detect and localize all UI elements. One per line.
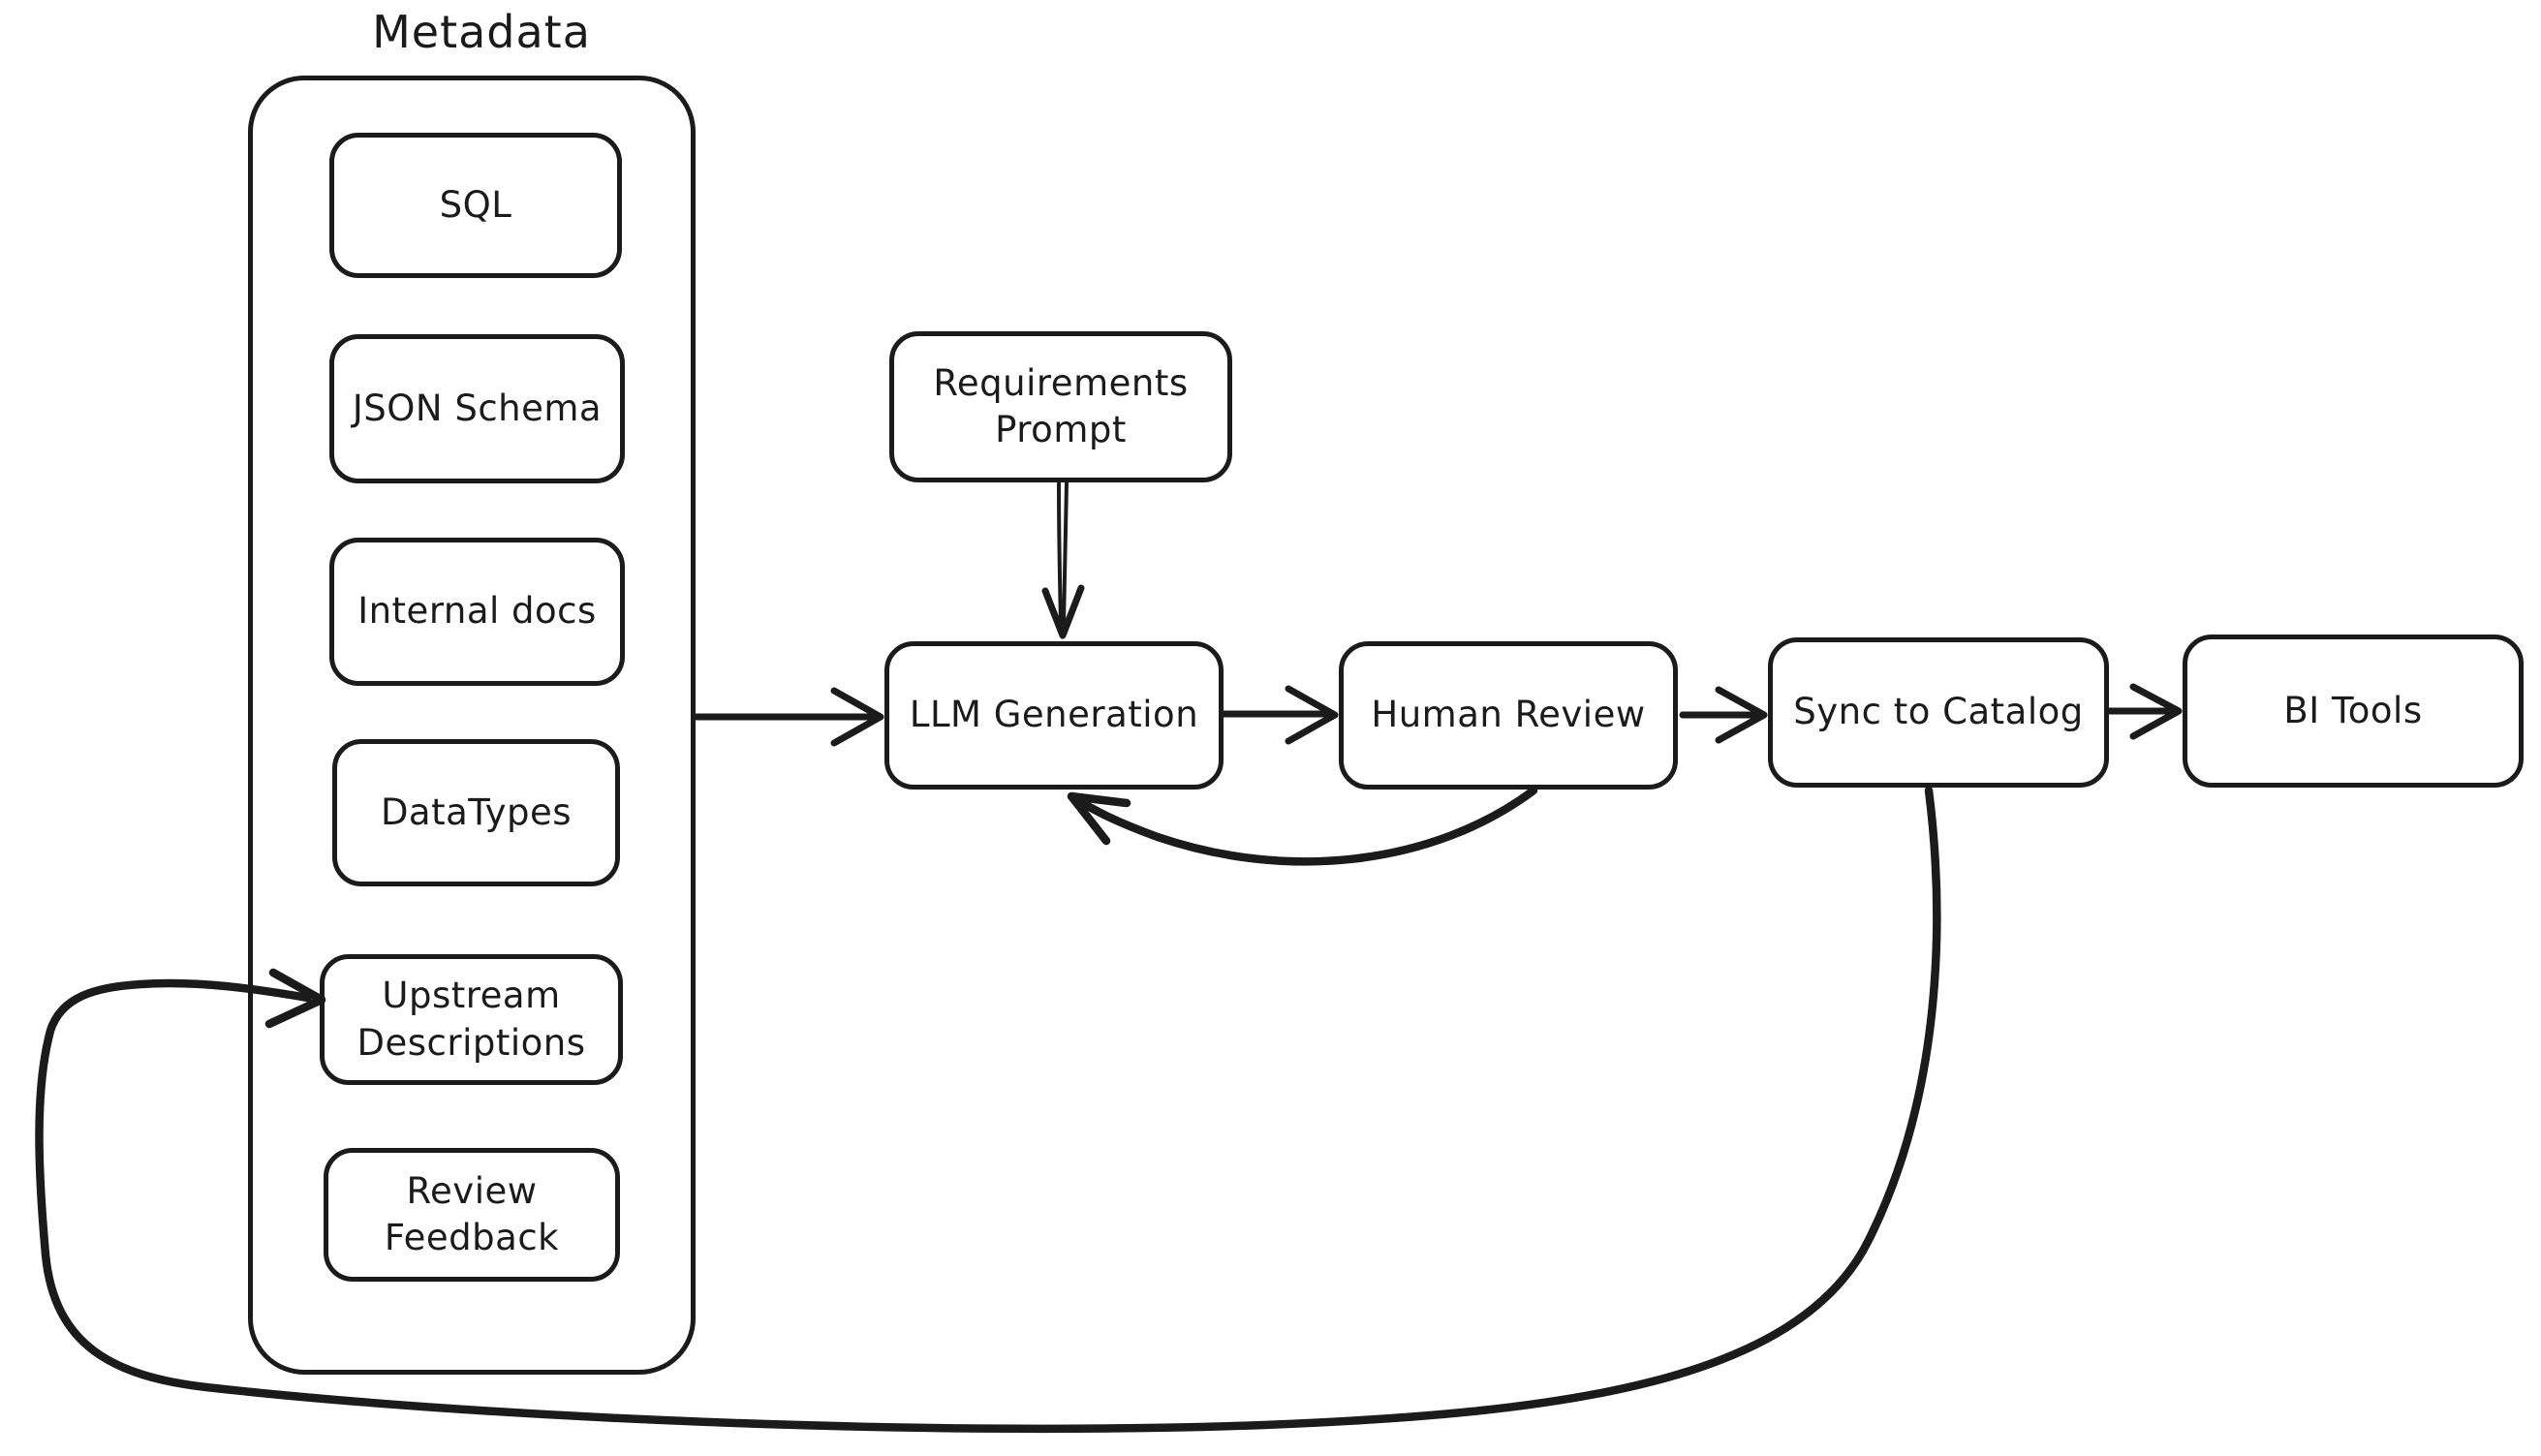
node-datatypes: DataTypes [332, 739, 620, 886]
node-requirements-prompt: Requirements Prompt [889, 331, 1232, 482]
node-bi-tools-label: BI Tools [2283, 689, 2423, 731]
node-sync-to-catalog: Sync to Catalog [1768, 637, 2109, 788]
node-datatypes-label: DataTypes [380, 790, 573, 833]
edge-human-review-feedback-to-llm [1067, 786, 1538, 866]
edge-metadata-to-llm [693, 687, 884, 747]
node-human-review-label: Human Review [1371, 694, 1646, 736]
node-upstream-descriptions-label: Upstream Descriptions [356, 975, 586, 1064]
node-json-schema: JSON Schema [329, 334, 625, 483]
node-upstream-descriptions: Upstream Descriptions [320, 954, 623, 1085]
node-sql-label: SQL [439, 183, 512, 226]
node-llm-generation-label: LLM Generation [909, 694, 1199, 736]
metadata-group-title: Metadata [372, 6, 591, 58]
node-internal-docs-label: Internal docs [357, 590, 597, 633]
node-review-feedback: Review Feedback [324, 1148, 620, 1282]
edge-human-review-to-sync [1679, 686, 1768, 744]
edge-llm-to-human-review [1220, 685, 1339, 745]
node-json-schema-label: JSON Schema [352, 387, 603, 429]
edge-sync-to-bi-tools [2105, 683, 2183, 740]
node-sync-to-catalog-label: Sync to Catalog [1793, 691, 2084, 733]
node-sql: SQL [329, 133, 622, 278]
node-review-feedback-label: Review Feedback [384, 1169, 560, 1258]
node-bi-tools: BI Tools [2183, 635, 2524, 788]
node-llm-generation: LLM Generation [884, 641, 1224, 790]
node-human-review: Human Review [1339, 641, 1678, 790]
edge-requirements-to-llm [1041, 481, 1085, 639]
node-internal-docs: Internal docs [329, 538, 625, 686]
node-requirements-prompt-label: Requirements Prompt [933, 361, 1189, 450]
